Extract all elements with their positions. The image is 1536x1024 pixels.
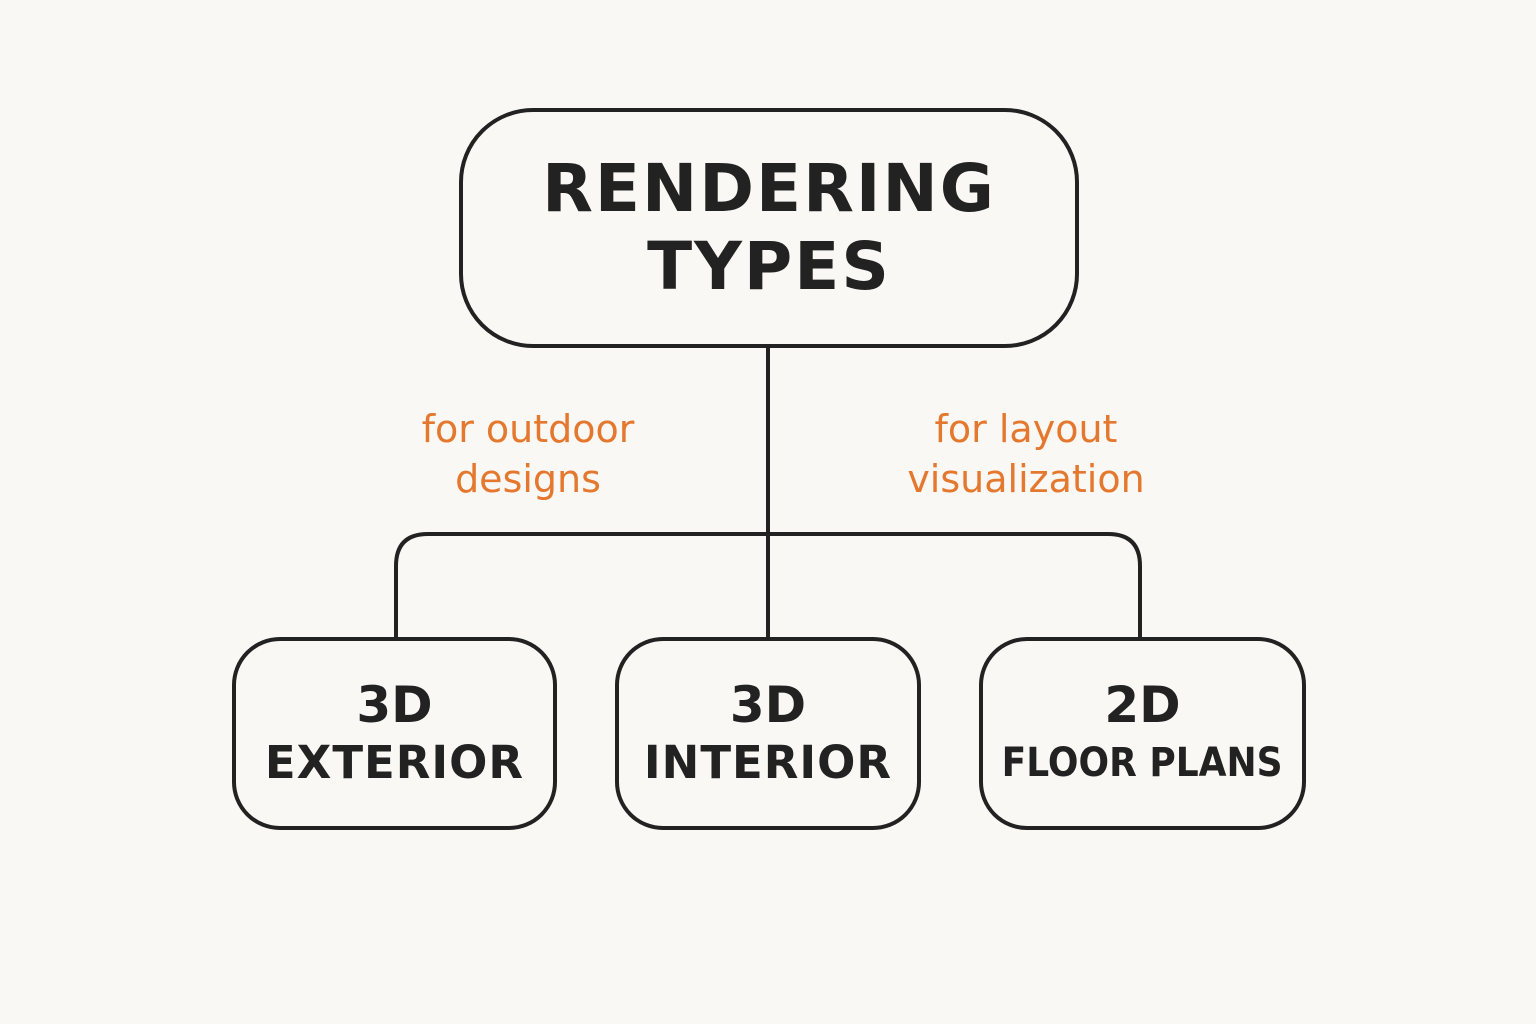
child-node-3d-interior: 3D INTERIOR — [615, 637, 921, 830]
annotation-layout: for layout visualization — [846, 404, 1206, 504]
root-node-rendering-types: RENDERING TYPES — [459, 108, 1079, 348]
annotation-outdoor-line1: for outdoor — [421, 407, 635, 451]
annotation-outdoor: for outdoor designs — [348, 404, 708, 504]
root-title-line2: TYPES — [647, 228, 891, 305]
annotation-outdoor-line2: designs — [455, 457, 601, 501]
child-node-label: EXTERIOR — [264, 735, 525, 789]
branch-connector — [394, 532, 1142, 637]
child-node-2d-floor-plans: 2D FLOOR PLANS — [979, 637, 1306, 830]
child-node-dimension: 3D — [729, 675, 807, 734]
child-node-label: INTERIOR — [643, 735, 893, 789]
child-node-label: FLOOR PLANS — [1002, 739, 1283, 786]
child-node-dimension: 3D — [356, 675, 433, 734]
annotation-layout-line1: for layout — [934, 407, 1118, 451]
child-node-3d-exterior: 3D EXTERIOR — [232, 637, 557, 830]
root-title-line1: RENDERING — [542, 150, 996, 227]
annotation-layout-line2: visualization — [907, 457, 1145, 501]
child-node-dimension: 2D — [1104, 675, 1181, 734]
